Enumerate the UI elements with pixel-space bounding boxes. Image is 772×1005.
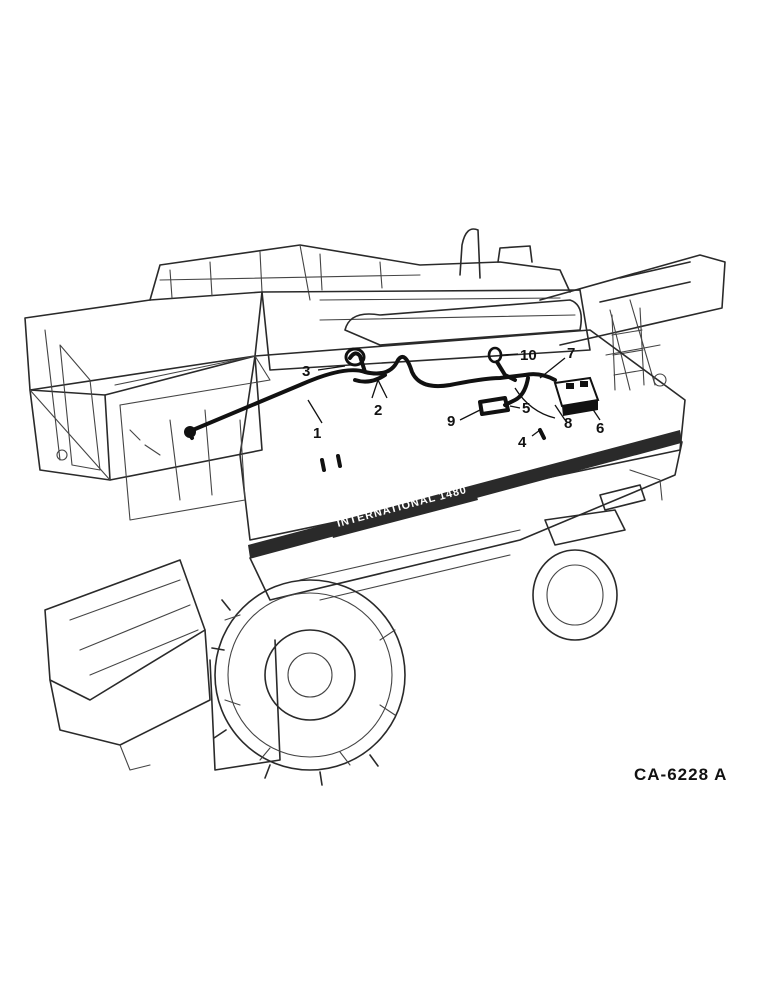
rear-wheel (532, 373, 667, 641)
callout-1: 1 (313, 425, 321, 442)
callout-8: 8 (564, 415, 572, 432)
callout-3: 3 (302, 363, 310, 380)
battery (553, 376, 600, 416)
callout-4: 4 (518, 434, 527, 451)
front-wheel (211, 579, 406, 786)
leader-lines (307, 353, 601, 437)
callout-10: 10 (520, 347, 537, 364)
callout-2: 2 (374, 402, 382, 419)
callout-5: 5 (522, 400, 530, 417)
callout-6: 6 (596, 420, 604, 437)
callout-9: 9 (447, 413, 455, 430)
callout-7: 7 (567, 345, 575, 362)
drawing-code: CA-6228 A (634, 765, 727, 784)
combine-body (24, 228, 726, 786)
wiring-harness (184, 346, 557, 440)
